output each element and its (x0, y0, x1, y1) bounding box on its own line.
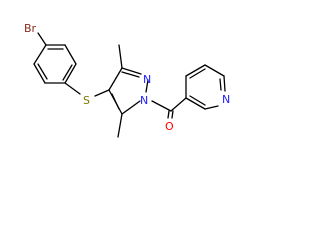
bond-c3-n2 (121, 67, 142, 75)
bond-aryl-s (64, 82, 81, 95)
molecule-structure-drawing: Br S N N O N (24, 22, 230, 138)
bonds (33, 32, 226, 138)
bond-ring-d-inner (62, 64, 73, 81)
bond-methyl-3 (118, 44, 123, 69)
bond-ring-f (33, 63, 46, 84)
bond-s-c4 (94, 89, 110, 97)
bond-c4-c3 (108, 67, 123, 91)
bond-n1-c5 (121, 100, 141, 115)
bond-py-b (185, 64, 206, 77)
bromine-label: Br (24, 22, 37, 35)
bond-ring-f-inner (37, 63, 48, 80)
pyrazole-n1-label: N (140, 94, 148, 107)
bond-py-f-inner (189, 95, 206, 106)
bond-ring-d (64, 63, 77, 84)
bond-n2-n1 (145, 79, 149, 93)
bond-carbonyl-o-b (171, 110, 174, 119)
bond-br-c (37, 32, 47, 46)
bond-py-d (223, 75, 226, 92)
bond-c5-c4-inner (111, 93, 120, 110)
pyridine-n-label: N (222, 93, 230, 106)
molecule-structure-canvas: Br S N N O N (24, 22, 230, 138)
carbonyl-oxygen-label: O (165, 120, 174, 133)
bond-py-c (204, 64, 225, 77)
bond-py-f (185, 97, 206, 110)
pyrazole-n2-label: N (143, 73, 151, 86)
bond-py-d-inner (219, 78, 222, 91)
atom-labels: Br S N N O N (24, 22, 230, 133)
bond-ring-c (64, 44, 77, 65)
bond-ring-a (33, 44, 47, 65)
bond-methyl-5 (117, 113, 123, 138)
bond-py-b-inner (189, 68, 206, 79)
bond-py-e (204, 105, 219, 110)
bond-carbonyl-o-a (167, 110, 170, 119)
bond-carbonyl-pyridine (170, 97, 187, 112)
bond-c3-n2-inner (121, 71, 140, 78)
sulfur-label: S (83, 94, 90, 107)
bond-n1-carbonyl (151, 100, 172, 112)
